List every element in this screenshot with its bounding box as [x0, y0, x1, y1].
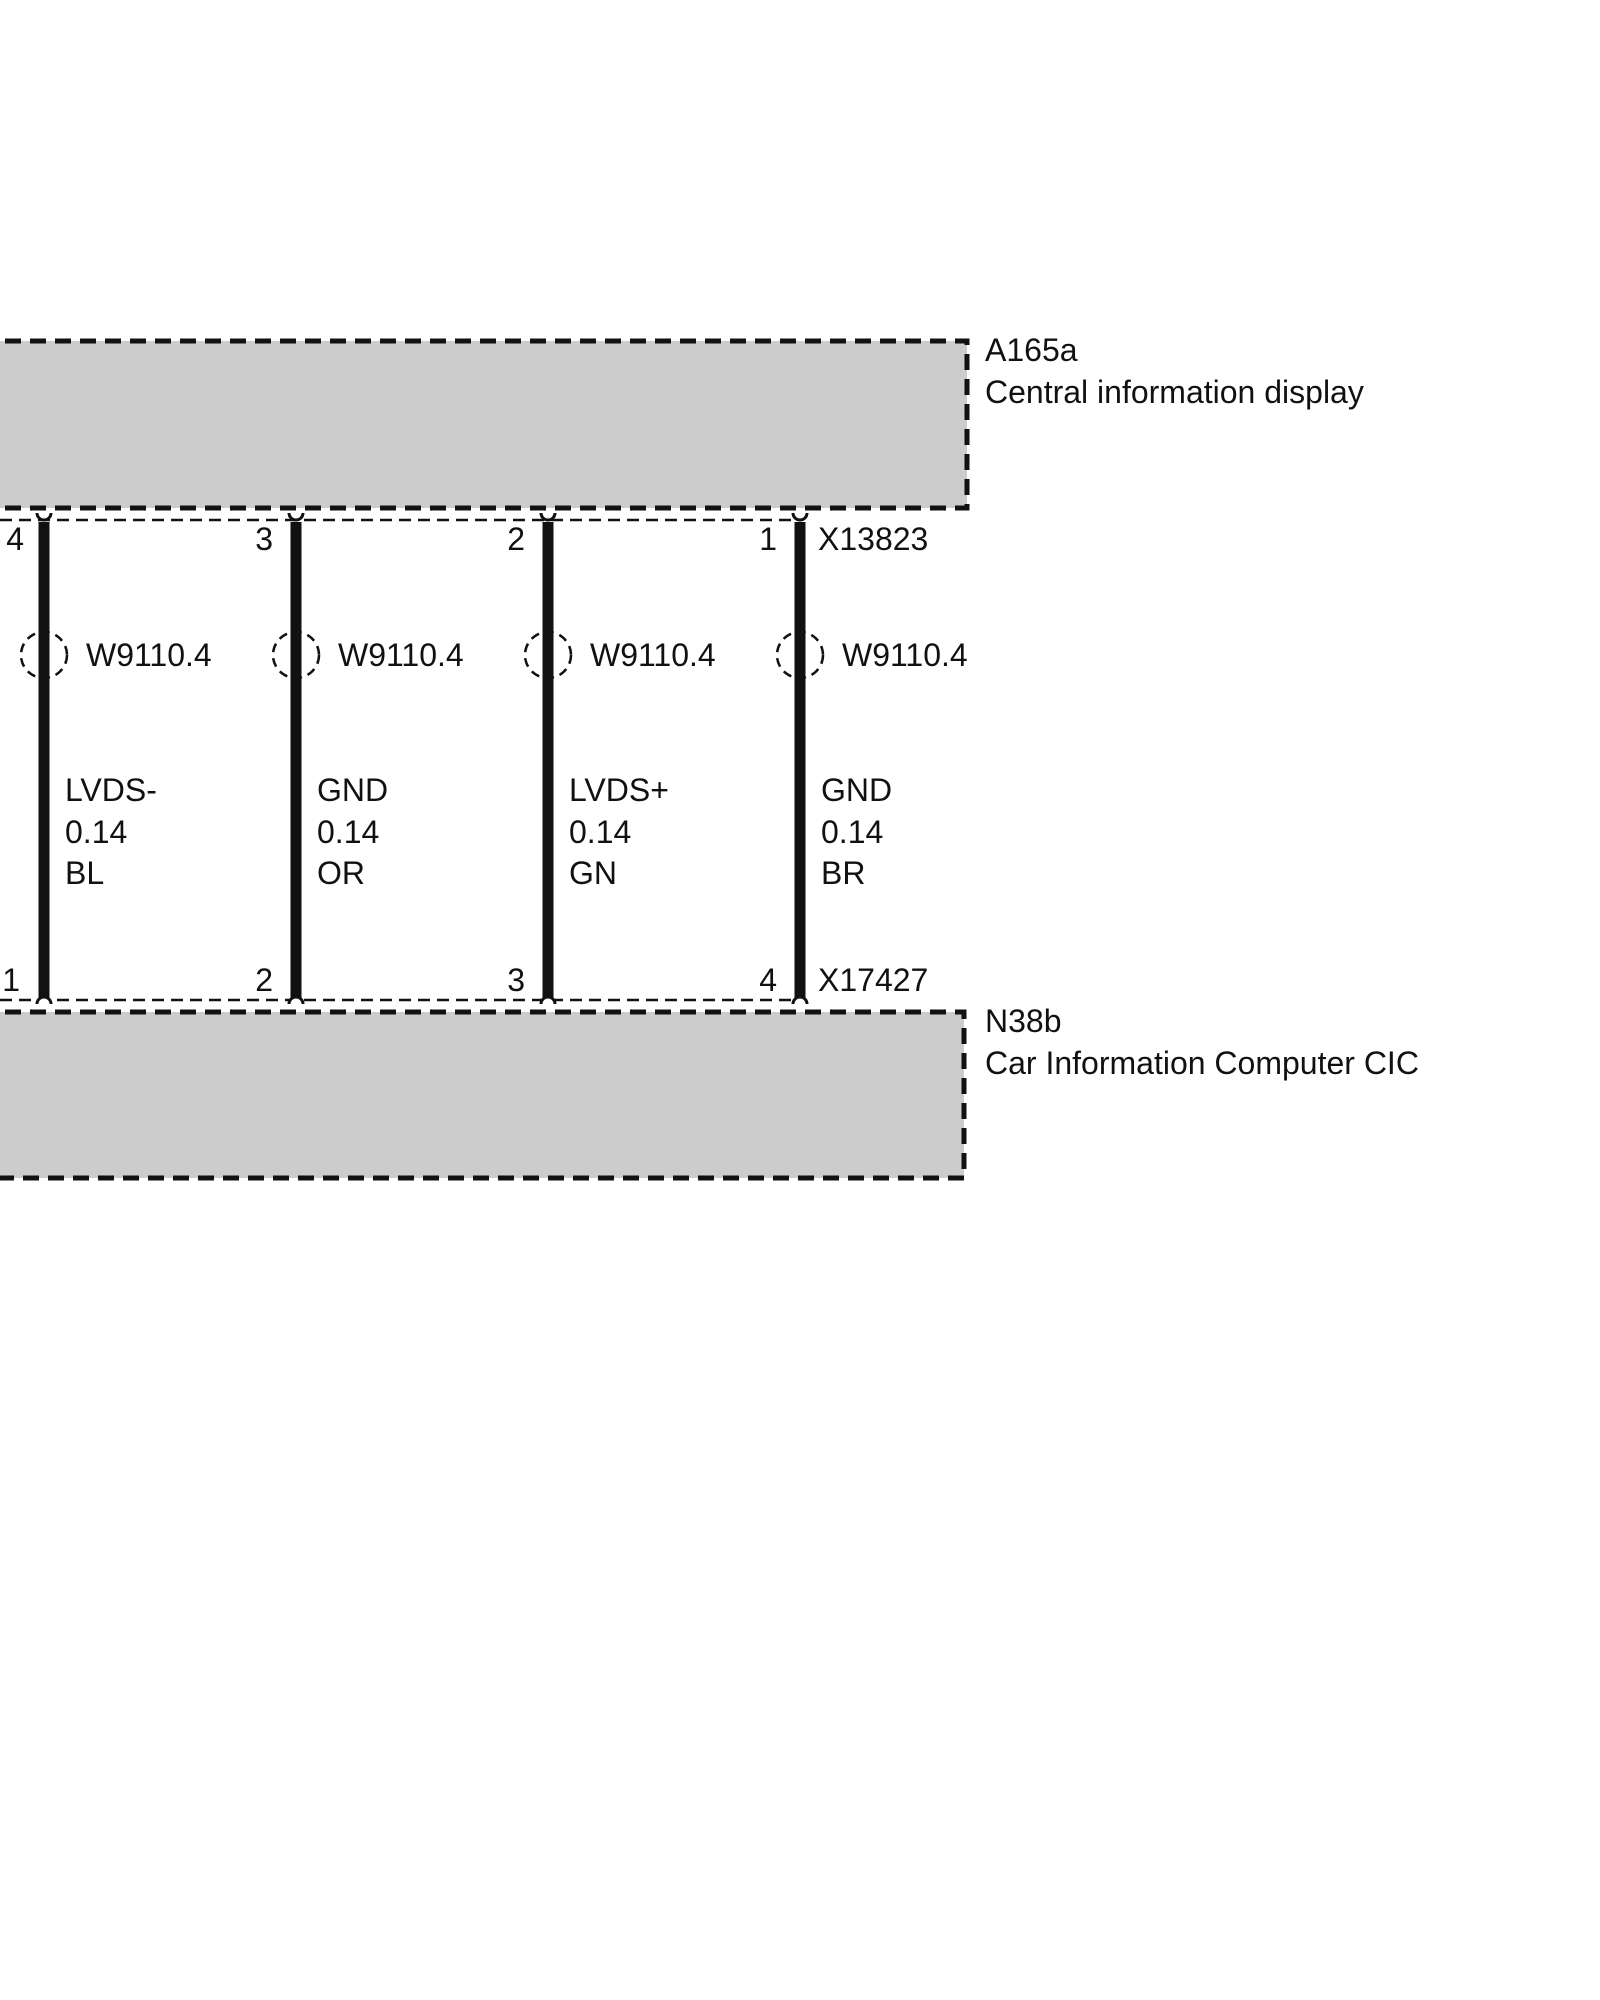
- wire-1-shield-icon: [19, 630, 69, 680]
- wire-4-signal: GND: [821, 772, 892, 808]
- wire-1-top-pin: 4: [6, 521, 24, 557]
- wire-2-color: OR: [317, 855, 365, 891]
- wire-4-bottom-pin-mark: [791, 995, 809, 1005]
- component-bottom: N38b Car Information Computer CIC X17427: [0, 962, 1419, 1181]
- component-top-name: Central information display: [985, 374, 1364, 410]
- wire-2-shield-icon: [271, 630, 321, 680]
- wire-1-gauge: 0.14: [65, 814, 127, 850]
- wire-3-bottom-pin-mark: [539, 995, 557, 1005]
- connector-bottom-id: X17427: [818, 962, 928, 998]
- wire-1-color: BL: [65, 855, 104, 891]
- wire-3-top-pin-mark: [539, 512, 557, 522]
- wire-2-bottom-pin-mark: [287, 995, 305, 1005]
- component-top-id: A165a: [985, 332, 1078, 368]
- wire-3-top-pin: 2: [507, 521, 525, 557]
- wire-2-gauge: 0.14: [317, 814, 379, 850]
- wire-1-bottom-pin-mark: [35, 995, 53, 1005]
- wire-4-gauge: 0.14: [821, 814, 883, 850]
- wire-1: 4 1 W9110.4 LVDS- 0.14 BL: [2, 512, 212, 1005]
- wire-2-top-pin-mark: [287, 512, 305, 522]
- connector-top-id: X13823: [818, 521, 928, 557]
- wire-3-signal: LVDS+: [569, 772, 669, 808]
- wire-1-signal: LVDS-: [65, 772, 157, 808]
- wire-3: 2 3 W9110.4 LVDS+ 0.14 GN: [507, 512, 716, 1005]
- wire-1-top-pin-mark: [35, 512, 53, 522]
- wire-4-top-pin: 1: [759, 521, 777, 557]
- wire-3-shield-icon: [523, 630, 573, 680]
- wire-4-harness: W9110.4: [842, 637, 968, 673]
- wire-4-shield-icon: [775, 630, 825, 680]
- wire-2-signal: GND: [317, 772, 388, 808]
- wire-2-bottom-pin: 2: [255, 962, 273, 998]
- component-bottom-box: [0, 1009, 967, 1181]
- wire-4: 1 4 W9110.4 GND 0.14 BR: [759, 512, 968, 1005]
- component-top-box: [0, 338, 970, 511]
- wire-2-harness: W9110.4: [338, 637, 464, 673]
- wire-4-bottom-pin: 4: [759, 962, 777, 998]
- component-top: A165a Central information display X13823: [0, 332, 1364, 557]
- wire-1-harness: W9110.4: [86, 637, 212, 673]
- wire-2: 3 2 W9110.4 GND 0.14 OR: [255, 512, 464, 1005]
- wire-3-bottom-pin: 3: [507, 962, 525, 998]
- wire-4-top-pin-mark: [791, 512, 809, 522]
- component-bottom-id: N38b: [985, 1003, 1062, 1039]
- wire-1-bottom-pin: 1: [2, 962, 20, 998]
- wire-4-color: BR: [821, 855, 865, 891]
- component-bottom-name: Car Information Computer CIC: [985, 1045, 1419, 1081]
- wire-3-harness: W9110.4: [590, 637, 716, 673]
- wire-3-color: GN: [569, 855, 617, 891]
- wire-3-gauge: 0.14: [569, 814, 631, 850]
- wire-2-top-pin: 3: [255, 521, 273, 557]
